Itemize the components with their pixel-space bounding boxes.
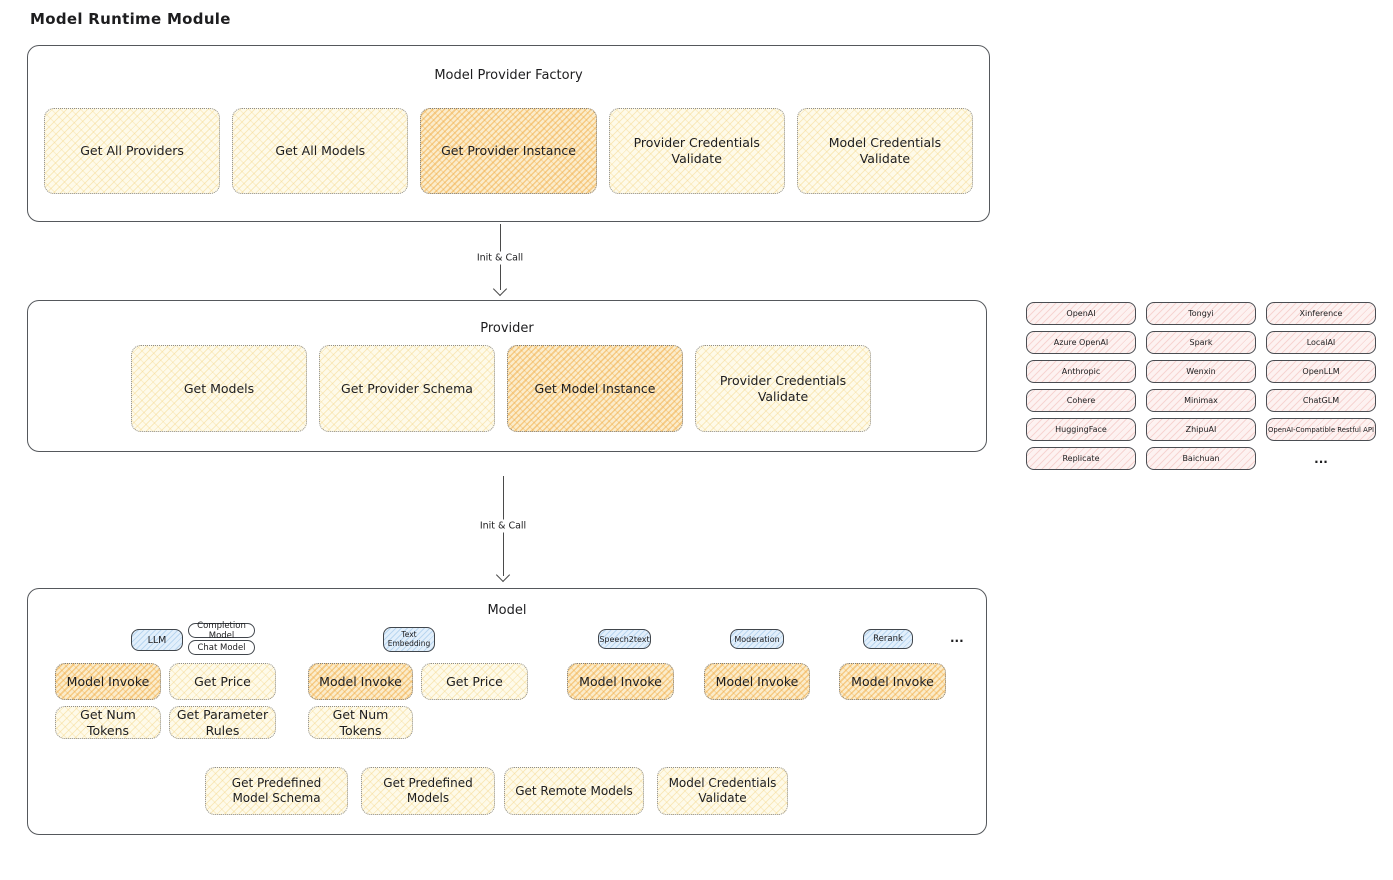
model-title: Model — [487, 603, 527, 618]
tag-completion-model: Completion Model — [188, 621, 255, 641]
node-model-invoke-speech2text: Model Invoke — [567, 663, 674, 700]
node-get-predefined-models: Get Predefined Models — [361, 767, 495, 815]
tag-llm: LLM — [131, 629, 183, 651]
node-get-price-text-embedding: Get Price — [421, 663, 528, 700]
factory-title: Model Provider Factory — [434, 68, 583, 83]
provider-pill-openllm: OpenLLM — [1266, 360, 1376, 383]
node-get-provider-schema: Get Provider Schema — [319, 345, 495, 432]
provider-pill-openai: OpenAI — [1026, 302, 1136, 325]
provider-pill-anthropic: Anthropic — [1026, 360, 1136, 383]
node-get-price-llm: Get Price — [169, 663, 276, 700]
node-model-invoke-text-embedding: Model Invoke — [308, 663, 413, 700]
provider-panel: Provider Get Models Get Provider Schema … — [27, 300, 1001, 466]
provider-pill-openai-compatible: OpenAI-Compatible Restful API — [1266, 418, 1376, 441]
arrow-head-icon — [495, 567, 511, 583]
node-get-predefined-model-schema: Get Predefined Model Schema — [205, 767, 348, 815]
node-get-provider-instance: Get Provider Instance — [420, 108, 597, 194]
node-model-credentials-validate: Model Credentials Validate — [796, 108, 974, 194]
provider-pill-chatglm: ChatGLM — [1266, 389, 1376, 412]
providers-more-ellipsis: ... — [1314, 451, 1328, 466]
arrow-label: Init & Call — [472, 251, 528, 265]
model-tags-more-ellipsis: ... — [950, 631, 964, 645]
node-model-invoke-moderation: Model Invoke — [704, 663, 810, 700]
tag-moderation: Moderation — [730, 629, 784, 649]
provider-title: Provider — [480, 321, 534, 336]
provider-row: Get Models Get Provider Schema Get Model… — [131, 345, 871, 432]
node-model-invoke-llm: Model Invoke — [55, 663, 161, 700]
arrow-head-icon — [492, 281, 508, 297]
node-get-num-tokens-llm: Get Num Tokens — [55, 706, 161, 739]
provider-pill-spark: Spark — [1146, 331, 1256, 354]
node-get-remote-models: Get Remote Models — [504, 767, 644, 815]
provider-pill-replicate: Replicate — [1026, 447, 1136, 470]
factory-panel: Model Provider Factory Get All Providers… — [27, 45, 990, 222]
provider-pill-tongyi: Tongyi — [1146, 302, 1256, 325]
provider-pill-minimax: Minimax — [1146, 389, 1256, 412]
node-provider-credentials-validate: Provider Credentials Validate — [608, 108, 785, 194]
provider-pill-wenxin: Wenxin — [1146, 360, 1256, 383]
page-title: Model Runtime Module — [30, 10, 231, 28]
tag-chat-model: Chat Model — [188, 640, 255, 655]
tag-rerank: Rerank — [863, 629, 913, 649]
provider-pill-azure-openai: Azure OpenAI — [1026, 331, 1136, 354]
node-get-model-instance: Get Model Instance — [507, 345, 683, 432]
provider-pill-zhipuai: ZhipuAI — [1146, 418, 1256, 441]
node-get-num-tokens-text-embedding: Get Num Tokens — [308, 706, 413, 739]
model-panel: Model LLM Completion Model Chat Model Te… — [27, 588, 1001, 849]
node-get-all-providers: Get All Providers — [44, 108, 221, 194]
providers-grid: OpenAI Tongyi Xinference Azure OpenAI Sp… — [1026, 302, 1376, 470]
provider-pill-baichuan: Baichuan — [1146, 447, 1256, 470]
node-provider-credentials-validate-2: Provider Credentials Validate — [695, 345, 871, 432]
provider-pill-huggingface: HuggingFace — [1026, 418, 1136, 441]
node-model-invoke-rerank: Model Invoke — [839, 663, 946, 700]
node-get-all-models: Get All Models — [232, 108, 409, 194]
factory-row: Get All Providers Get All Models Get Pro… — [44, 108, 974, 194]
node-model-credentials-validate-2: Model Credentials Validate — [657, 767, 788, 815]
arrow-label: Init & Call — [475, 519, 531, 533]
node-get-parameter-rules: Get Parameter Rules — [169, 706, 276, 739]
provider-pill-xinference: Xinference — [1266, 302, 1376, 325]
provider-pill-localai: LocalAI — [1266, 331, 1376, 354]
tag-text-embedding: Text Embedding — [383, 627, 435, 652]
arrow-provider-to-model: Init & Call — [473, 476, 533, 583]
node-get-models: Get Models — [131, 345, 307, 432]
arrow-factory-to-provider: Init & Call — [470, 224, 530, 297]
provider-pill-cohere: Cohere — [1026, 389, 1136, 412]
tag-speech2text: Speech2text — [598, 629, 651, 649]
